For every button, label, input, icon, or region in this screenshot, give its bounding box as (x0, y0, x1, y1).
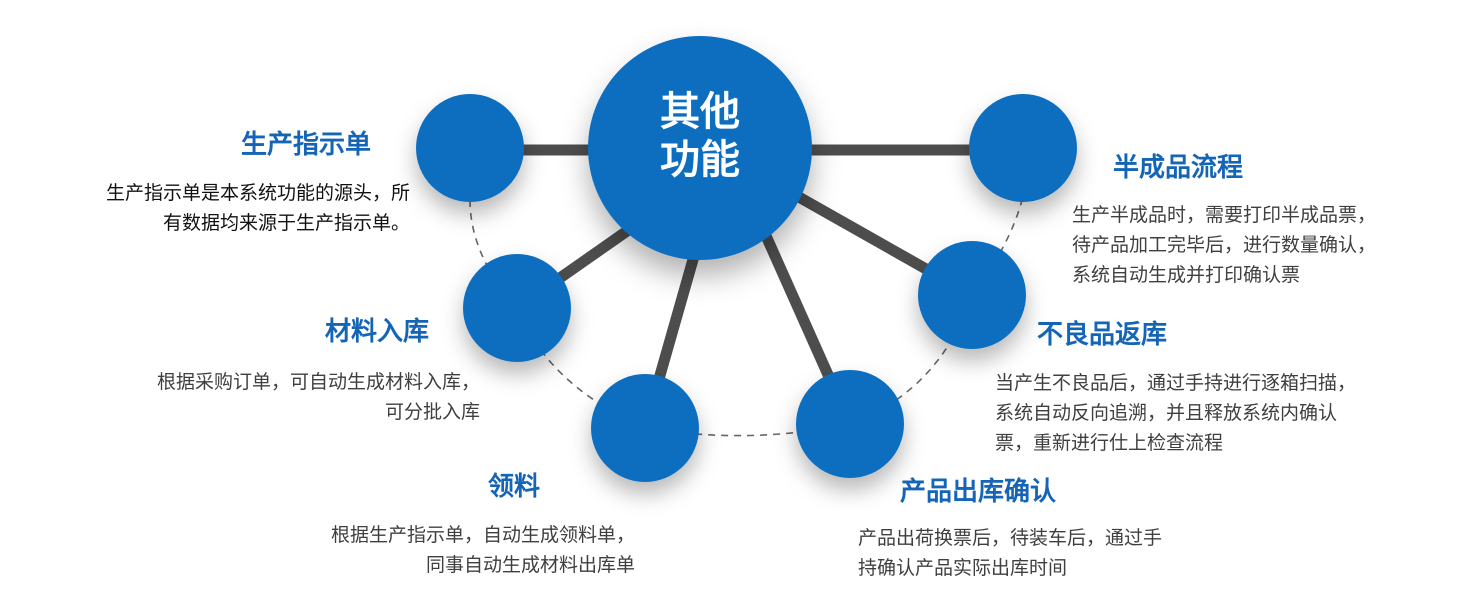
node-center (588, 36, 812, 260)
title-material-inbound: 材料入库 (325, 317, 430, 347)
title-product-outbound: 产品出库确认 (900, 477, 1057, 507)
desc-line: 持确认产品实际出库时间 (858, 557, 1068, 579)
desc-line: 票，重新进行仕上检查流程 (995, 432, 1224, 454)
desc-defect-return: 当产生不良品后，通过手持进行逐箱扫描， 系统自动反向追溯，并且释放系统内确认 票… (995, 368, 1356, 458)
desc-line: 生产指示单是本系统功能的源头，所 (105, 182, 410, 204)
desc-line: 根据生产指示单，自动生成领料单， (330, 524, 635, 546)
desc-line: 待产品加工完毕后，进行数量确认， (1072, 234, 1377, 256)
desc-line: 系统自动反向追溯，并且释放系统内确认 (995, 402, 1338, 424)
desc-material-inbound: 根据采购订单，可自动生成材料入库， 可分批入库 (60, 367, 480, 427)
node-production-order (416, 94, 524, 202)
title-semi-finished: 半成品流程 (1113, 153, 1244, 183)
desc-line: 生产半成品时，需要打印半成品票， (1072, 204, 1377, 226)
center-label: 其他 功能 (625, 88, 775, 184)
title-defect-return: 不良品返库 (1037, 320, 1168, 350)
desc-line: 系统自动生成并打印确认票 (1072, 264, 1301, 286)
desc-material-picking: 根据生产指示单，自动生成领料单， 同事自动生成材料出库单 (230, 520, 635, 580)
desc-line: 当产生不良品后，通过手持进行逐箱扫描， (995, 372, 1357, 394)
desc-product-outbound: 产品出荷换票后，待装车后，通过手 持确认产品实际出库时间 (858, 523, 1162, 583)
node-material-picking (591, 374, 699, 482)
node-material-inbound (463, 254, 571, 362)
desc-production-order: 生产指示单是本系统功能的源头，所 有数据均来源于生产指示单。 (20, 178, 410, 238)
title-material-picking: 领料 (488, 472, 541, 502)
desc-line: 根据采购订单，可自动生成材料入库， (156, 371, 480, 393)
desc-line: 可分批入库 (384, 401, 480, 423)
desc-line: 有数据均来源于生产指示单。 (162, 212, 410, 234)
node-defect-return (918, 241, 1026, 349)
center-label-line2: 功能 (660, 137, 740, 183)
desc-semi-finished: 生产半成品时，需要打印半成品票， 待产品加工完毕后，进行数量确认， 系统自动生成… (1072, 200, 1376, 290)
desc-line: 同事自动生成材料出库单 (425, 554, 635, 576)
node-semi-finished (969, 94, 1077, 202)
title-production-order: 生产指示单 (241, 130, 372, 160)
center-label-line1: 其他 (660, 89, 740, 135)
desc-line: 产品出荷换票后，待装车后，通过手 (858, 527, 1163, 549)
node-product-outbound (796, 370, 904, 478)
